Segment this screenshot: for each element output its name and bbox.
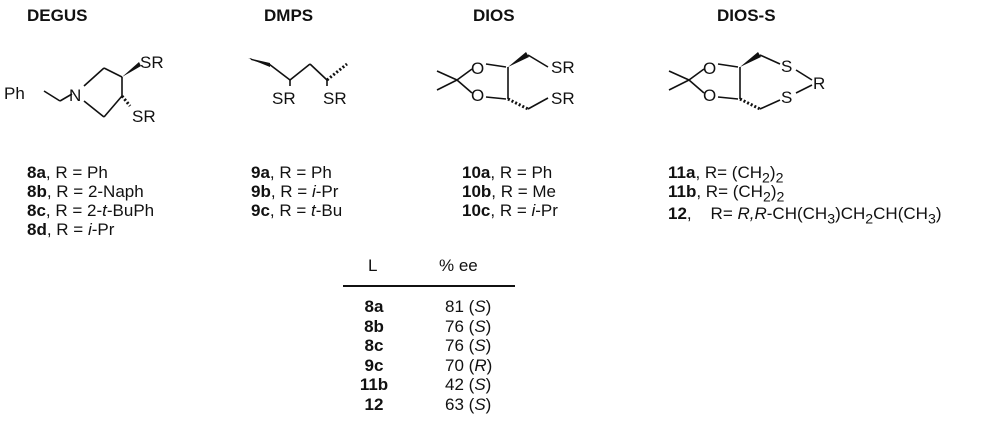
table-row: 8b 76 (S) (343, 317, 515, 337)
degus-n-label: N (69, 86, 81, 105)
table-cell-ligand: 8c (364, 336, 384, 355)
dios-sr-top-label: SR (551, 58, 575, 77)
table-header-ligand: L (368, 256, 378, 275)
dios-10c-label: 10c, R = i-Pr (462, 201, 558, 220)
table-row: 12 63 (S) (343, 395, 515, 415)
table-row: 9c 70 (R) (343, 356, 515, 376)
dmps-sr-left-label: SR (272, 89, 296, 108)
dioss-o-bottom-label: O (703, 86, 716, 105)
dios-o-bottom-label: O (471, 86, 484, 105)
table-cell-ee: 81 (S) (445, 297, 492, 316)
dioss-12-label: 12, R= R,R-CH(CH3)CH2CH(CH3) (668, 204, 942, 228)
dios-title: DIOS (473, 6, 515, 25)
dios-sr-bottom-label: SR (551, 89, 575, 108)
degus-8b-label: 8b, R = 2-Naph (27, 182, 144, 201)
dmps-9b-label: 9b, R = i-Pr (251, 182, 339, 201)
dioss-r-label: R (813, 74, 825, 93)
table-row: 11b 42 (S) (343, 375, 515, 395)
degus-8d-label: 8d, R = i-Pr (27, 220, 115, 239)
degus-sr-top-label: SR (140, 53, 164, 72)
table-cell-ee: 76 (S) (445, 316, 492, 336)
degus-8c-label: 8c, R = 2-t-BuPh (27, 201, 155, 220)
table-rows: 8a 81 (S) 8b 76 (S) 8c 76 (S) 9c 70 (R) 11b 4… (343, 297, 515, 414)
dioss-11a-label: 11a, R= (CH2)2 (668, 163, 784, 187)
table-row: 8a 81 (S) (343, 297, 515, 317)
dios-10a-label: 10a, R = Ph (462, 163, 553, 182)
dioss-o-top-label: O (703, 59, 716, 78)
dmps-9c-label: 9c, R = t-Bu (251, 201, 343, 220)
degus-8a-label: 8a, R = Ph (27, 163, 108, 182)
table-cell-ee: 70 (R) (445, 355, 493, 375)
dioss-s-top-label: S (781, 57, 792, 76)
table-row: 8c 76 (S) (343, 336, 515, 356)
dios-o-top-label: O (471, 59, 484, 78)
dioss-s-bottom-label: S (781, 88, 792, 107)
table-cell-ligand: 8b (364, 316, 384, 336)
dios-10b-label: 10b, R = Me (462, 182, 557, 201)
table-cell-ligand: 12 (364, 394, 384, 414)
table-header-ee: % ee (439, 256, 478, 275)
dmps-sr-right-label: SR (323, 89, 347, 108)
table-cell-ligand: 9c (364, 355, 384, 375)
table-header-rule (343, 285, 515, 287)
table-cell-ee: 63 (S) (445, 394, 492, 414)
dioss-11b-label: 11b, R= (CH2)2 (668, 182, 785, 206)
dmps-9a-label: 9a, R = Ph (251, 163, 332, 182)
table-cell-ee: 42 (S) (445, 375, 492, 394)
dioss-title: DIOS-S (717, 6, 776, 25)
table-cell-ligand: 11b (359, 375, 389, 394)
degus-ph-label: Ph (4, 84, 25, 103)
dmps-title: DMPS (264, 6, 314, 25)
degus-sr-bottom-label: SR (132, 107, 156, 126)
degus-title: DEGUS (27, 6, 88, 25)
table-cell-ligand: 8a (364, 297, 384, 316)
table-cell-ee: 76 (S) (445, 336, 492, 355)
